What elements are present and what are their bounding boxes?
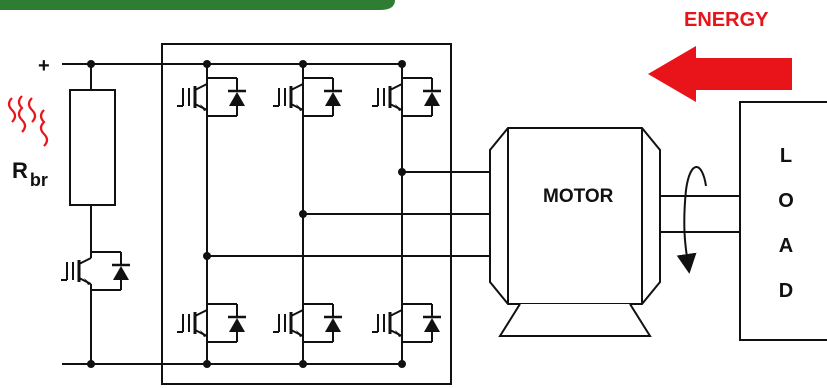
load-letter: L [780, 145, 792, 167]
heat-waves-icon [7, 95, 49, 147]
rotation-arrow-icon [676, 166, 707, 274]
load-label: L O A D [778, 145, 794, 302]
igbt-lower-3 [370, 288, 443, 354]
igbt-lower-1 [175, 288, 248, 354]
brake-resistor [69, 89, 116, 206]
junction-dots [87, 60, 406, 368]
plus-terminal-label: + [38, 55, 50, 77]
top-banner [0, 0, 395, 10]
igbt-lower-2 [271, 288, 344, 354]
igbt-upper-3 [370, 62, 443, 128]
brake-igbt [59, 236, 132, 302]
load-box [739, 101, 827, 341]
load-letter: A [779, 235, 793, 257]
arrow-left-icon [648, 46, 792, 102]
load-letter: O [778, 190, 794, 212]
igbt-upper-2 [271, 62, 344, 128]
load-letter: D [779, 280, 793, 302]
energy-label: ENERGY [684, 9, 769, 31]
igbt-upper-1 [175, 62, 248, 128]
motor [489, 127, 740, 337]
motor-label: MOTOR [543, 186, 614, 207]
